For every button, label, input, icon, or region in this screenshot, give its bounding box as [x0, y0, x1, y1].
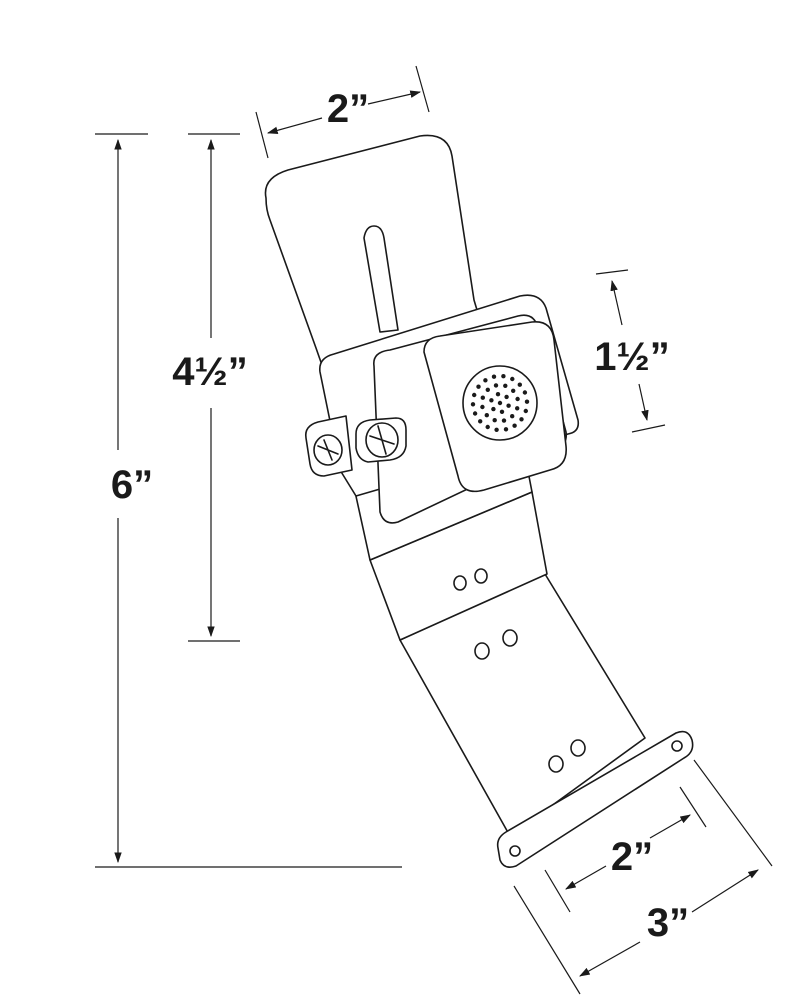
clamp-screw-slot [323, 439, 333, 461]
plate-height-label: 4½” [172, 350, 248, 394]
grille-dot [510, 376, 515, 382]
extension-line-right [415, 65, 430, 113]
grille-dot [519, 417, 524, 422]
strap-hole [548, 755, 564, 773]
grille-dot [491, 406, 496, 412]
dimension-line-right [367, 90, 422, 105]
grille-dot [480, 404, 485, 410]
grille-dot [524, 399, 530, 404]
dimension-line-lower [638, 383, 649, 422]
grille-dot [492, 418, 497, 423]
overall-height-dimension: 6” [95, 133, 402, 868]
grille-dot [499, 409, 505, 414]
extension-line-left [255, 111, 269, 159]
adjustment-slot [363, 225, 399, 333]
dimension-line-right [691, 869, 759, 913]
extension-line-top [595, 269, 629, 275]
sensor-height-dimension: 1½” [594, 269, 670, 433]
foot-bracket-hole [671, 740, 683, 752]
extension-line-right [693, 759, 773, 867]
hole-spacing-dimension: 2” [544, 786, 707, 913]
grille-dot [494, 427, 499, 432]
bracket-width-dimension: 3” [513, 759, 773, 995]
grille-dot [484, 413, 489, 418]
grille-dot [515, 396, 520, 402]
grille-dot [491, 374, 497, 379]
foot-bracket-bar [496, 730, 694, 868]
grille-dot [497, 400, 503, 406]
dimension-line-left [579, 941, 641, 977]
dimension-line-right [649, 814, 691, 839]
strap-hole [474, 568, 488, 584]
extension-line-left [544, 869, 571, 913]
sensor-height-label: 1½” [594, 335, 670, 379]
extension-line-left [513, 885, 581, 995]
extension-line-right [679, 786, 707, 828]
grille-dot [472, 392, 477, 398]
grille-dot [504, 394, 509, 400]
grille-dot [472, 411, 478, 416]
grille-dot [511, 388, 516, 393]
grille-dot [483, 378, 488, 383]
grille-dot [501, 418, 507, 423]
grille-dot [485, 424, 490, 430]
extension-line-bottom [631, 424, 666, 433]
grille-dot [503, 383, 508, 388]
grille-dot [489, 398, 494, 403]
top-width-dimension: 2” [255, 65, 430, 159]
grille-dot [523, 408, 528, 414]
grille-dot [495, 392, 501, 397]
hole-spacing-label: 2” [611, 835, 653, 879]
dimension-line-left [266, 117, 323, 135]
strap-hole [453, 575, 467, 591]
grille-dot [522, 390, 528, 395]
grille-dot [480, 395, 485, 400]
foot-bracket [496, 730, 694, 868]
grille-dot [510, 414, 515, 419]
grille-dot [493, 383, 499, 388]
grille-dot [470, 402, 476, 407]
grille-dot [506, 403, 511, 408]
grille-dot [478, 419, 483, 424]
grille-dot [503, 427, 509, 432]
strap-hole [474, 642, 490, 660]
mount-screw-slot [377, 425, 387, 455]
grille-dot [476, 384, 481, 389]
top-width-label: 2” [327, 87, 369, 131]
dimension-line-left [565, 865, 607, 890]
bracket-width-label: 3” [647, 901, 689, 945]
strap-hole [570, 739, 586, 757]
overall-height-label: 6” [111, 463, 153, 507]
plate-height-dimension: 4½” [172, 133, 248, 642]
speaker-grille-icon [462, 365, 538, 441]
dimension-line-upper [610, 279, 623, 326]
foot-bracket-hole [509, 845, 521, 857]
grille-dot [501, 374, 506, 379]
strap-hole [502, 629, 518, 647]
grille-dot [515, 406, 520, 411]
grille-dot [517, 382, 522, 387]
grille-dot [512, 423, 517, 428]
grille-dot [485, 387, 490, 392]
